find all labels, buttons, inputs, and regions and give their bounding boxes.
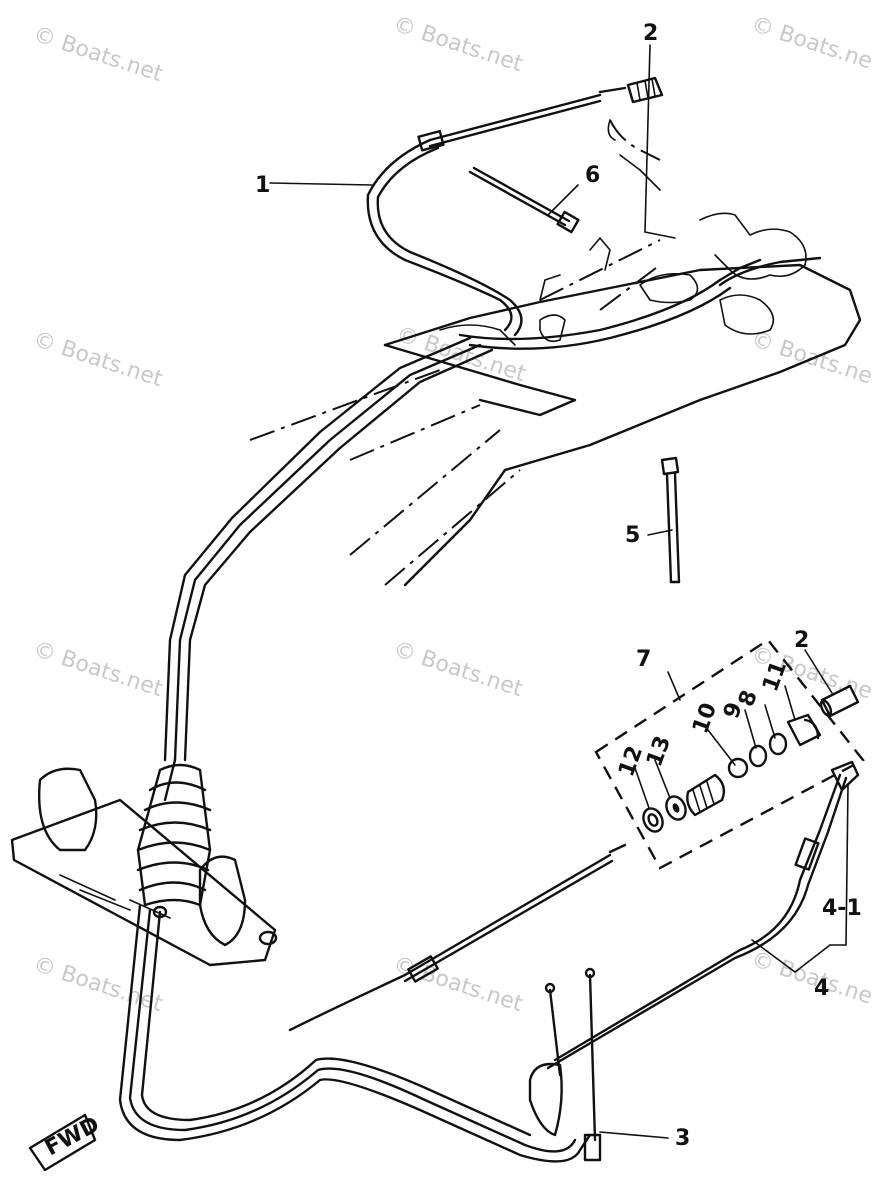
steering-bracket (10, 767, 278, 967)
part-label-5: 5 (625, 523, 640, 548)
part-label-1: 1 (255, 173, 270, 198)
hull-outline (383, 119, 862, 587)
part-label-6: 6 (585, 163, 600, 188)
part-5-rod (660, 456, 681, 584)
watermark: © Boats.net (30, 637, 166, 702)
watermark: © Boats.net (390, 637, 526, 702)
part-2-right (819, 684, 860, 718)
part-6-rod (468, 166, 580, 234)
part-label-2-top: 2 (643, 21, 658, 46)
watermark: © Boats.net (30, 327, 166, 392)
leader-lines (269, 44, 849, 1139)
watermark: © Boats.net (748, 12, 872, 77)
watermark: © Boats.net (390, 12, 526, 77)
part-7-kit (594, 638, 865, 870)
cable-4 (288, 760, 860, 1070)
reference-lines (249, 119, 661, 586)
watermarks: © Boats.net © Boats.net © Boats.net © Bo… (30, 12, 872, 1017)
part-label-10: 10 (688, 700, 722, 737)
watermark: © Boats.net (748, 947, 872, 1012)
watermark: © Boats.net (390, 952, 526, 1017)
part-label-4: 4 (814, 976, 829, 1001)
watermark: © Boats.net (30, 22, 166, 87)
lower-cables (118, 903, 592, 1163)
part-labels: 1 2 2 3 4 4-1 5 6 7 8 9 10 11 12 13 (255, 21, 862, 1151)
part-label-7: 7 (636, 647, 651, 672)
cable-1 (366, 86, 627, 337)
cable-bundle (163, 256, 822, 802)
part-3-rods (528, 967, 602, 1162)
part-label-13: 13 (642, 733, 676, 770)
part-label-3: 3 (675, 1126, 690, 1151)
part-label-4-1: 4-1 (822, 896, 862, 921)
fwd-arrow-icon: FWD (28, 1112, 104, 1172)
part-2-top (626, 76, 664, 104)
bellows-boot (136, 763, 212, 907)
part-label-2-right: 2 (794, 628, 809, 653)
